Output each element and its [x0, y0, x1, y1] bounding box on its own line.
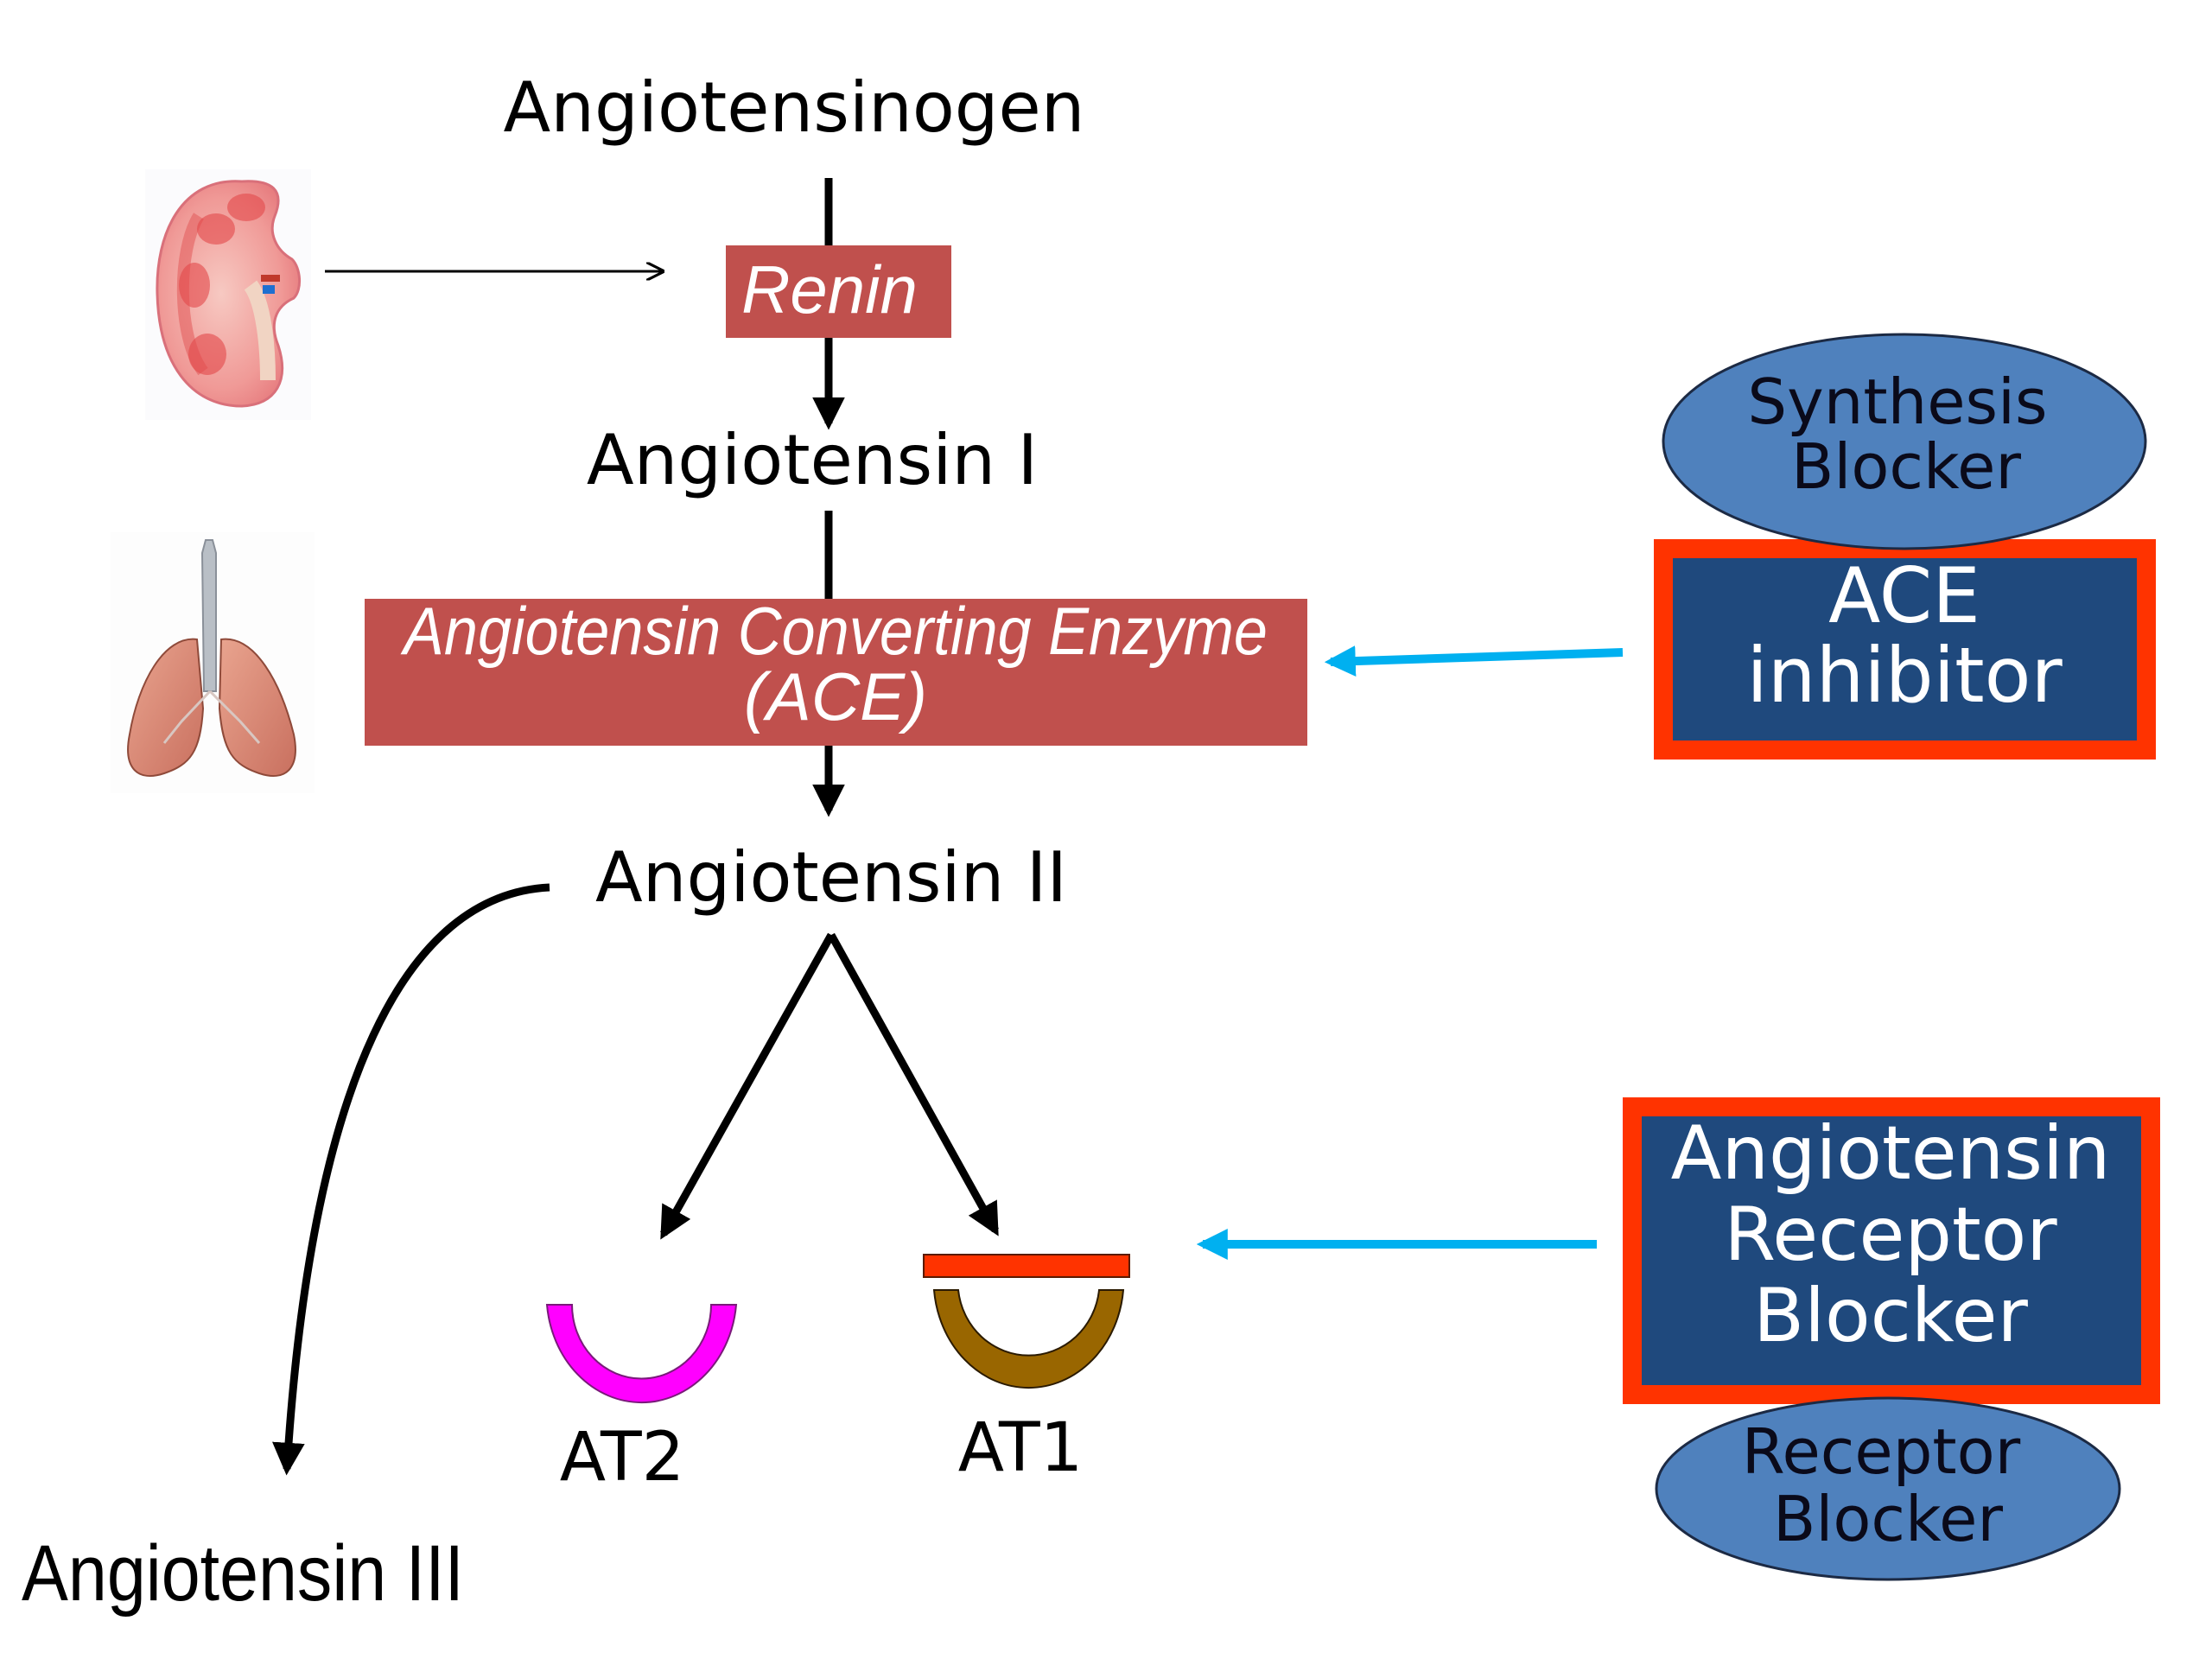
ace-inhibitor-line2: inhibitor [1746, 631, 2063, 720]
ace-inhibitor-box: ACE inhibitor [1654, 539, 2156, 760]
arb-box: Angiotensin Receptor Blocker [1623, 1097, 2160, 1404]
at1-receptor-icon [932, 1289, 1125, 1389]
synthesis-blocker-ellipse: Synthesis Blocker [1662, 333, 2147, 550]
synthesis-blocker-line2: Blocker [1791, 430, 2021, 503]
at2-label: AT2 [560, 1419, 685, 1497]
ace-enzyme-box: Angiotensin Converting Enzyme (ACE) [365, 593, 1307, 746]
at1-blocker-bar [923, 1254, 1130, 1278]
ace-label-line1: Angiotensin Converting Enzyme [400, 593, 1268, 669]
receptor-blocker-line1: Receptor [1742, 1415, 2021, 1488]
angiotensin-i-label: Angiotensin I [587, 420, 1038, 500]
at2-receptor-icon [545, 1304, 738, 1404]
angiotensin-iii-label: Angiotensin III [22, 1529, 464, 1618]
kidney-icon [145, 169, 311, 420]
angiotensinogen-label: Angiotensinogen [504, 67, 1085, 148]
ace-inhibitor-line1: ACE [1828, 551, 1980, 640]
arb-line1: Angiotensin [1671, 1110, 2111, 1197]
arrow-to-at1 [828, 932, 999, 1236]
arrow-to-at2 [660, 932, 835, 1240]
synthesis-blocker-line1: Synthesis [1747, 365, 2047, 438]
receptor-blocker-line2: Blocker [1773, 1483, 2003, 1555]
arb-line3: Blocker [1753, 1273, 2028, 1359]
ace-label-line2: (ACE) [744, 658, 927, 734]
lungs-icon [111, 532, 315, 793]
receptor-blocker-ellipse: Receptor Blocker [1655, 1396, 2121, 1581]
at1-label: AT1 [958, 1409, 1084, 1487]
renin-box: Renin [726, 245, 951, 338]
renin-label: Renin [741, 251, 918, 327]
ace-inhibitor-arrow [1324, 645, 1624, 677]
pathway-arrow-ang2-to-ang3 [272, 883, 550, 1476]
arb-line2: Receptor [1724, 1192, 2057, 1278]
angiotensin-ii-label: Angiotensin II [595, 837, 1067, 918]
